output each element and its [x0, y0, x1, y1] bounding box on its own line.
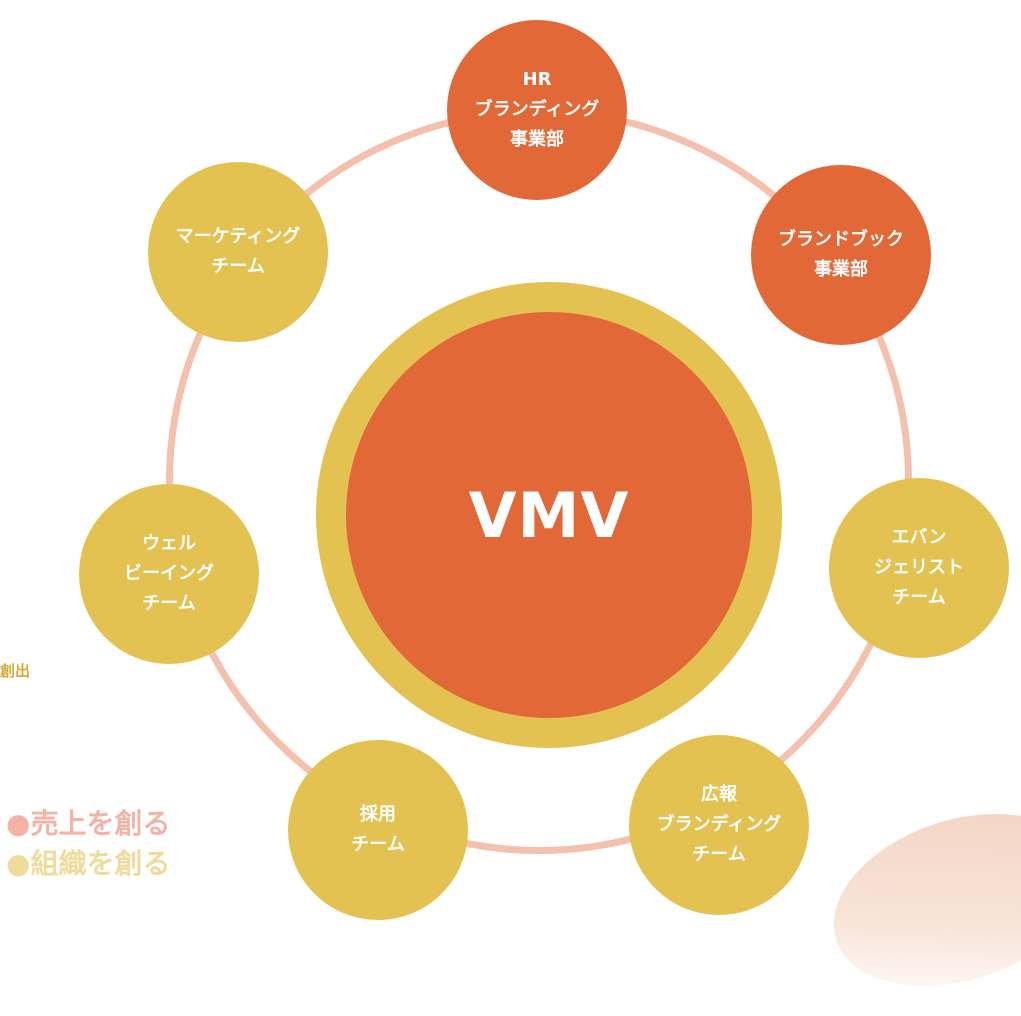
node-line: ブランディング	[656, 814, 782, 835]
node-line: ブランドブック	[778, 229, 904, 250]
legend-item-organization: ●組織を創る	[6, 844, 170, 884]
node-line: チーム	[892, 587, 946, 608]
node-line: チーム	[351, 834, 405, 855]
node-line: HR	[522, 69, 552, 90]
side-note-text: 創出	[0, 662, 31, 680]
legend-label: 売上を創る	[30, 807, 171, 840]
node-recruiting: 採用 チーム	[288, 740, 468, 920]
node-marketing: マーケティング チーム	[148, 162, 328, 342]
circle-icon: ●	[6, 807, 31, 840]
node-line: 採用	[360, 804, 396, 825]
center-circle: VMV	[346, 312, 752, 718]
node-line: ビーイング	[124, 563, 214, 584]
center-label: VMV	[468, 478, 630, 552]
node-wellbeing: ウェル ビーイング チーム	[79, 484, 259, 664]
node-brandbook: ブランドブック 事業部	[751, 165, 931, 345]
node-line: マーケティング	[175, 226, 301, 247]
node-line: ブランディング	[474, 99, 600, 120]
legend-label: 組織を創る	[30, 847, 171, 880]
node-line: チーム	[211, 256, 265, 277]
node-pr-branding: 広報 ブランディング チーム	[629, 735, 809, 915]
node-line: ウェル	[142, 533, 196, 554]
node-line: ジェリスト	[874, 557, 964, 578]
circle-icon: ●	[6, 847, 31, 880]
node-line: チーム	[142, 593, 196, 614]
node-line: 事業部	[814, 259, 868, 280]
node-line: チーム	[692, 844, 746, 865]
node-hr-branding: HR ブランディング 事業部	[447, 20, 627, 200]
node-line: 事業部	[510, 129, 564, 150]
node-evangelist: エバン ジェリスト チーム	[829, 478, 1009, 658]
node-line: 広報	[701, 784, 737, 805]
decorative-swoosh	[811, 783, 1021, 1016]
legend-item-sales: ●売上を創る	[6, 804, 170, 844]
legend: ●売上を創る ●組織を創る	[6, 804, 170, 884]
org-diagram: VMV HR ブランディング 事業部 ブランドブック 事業部 エバン ジェリスト…	[0, 20, 1021, 1016]
node-line: エバン	[891, 527, 947, 548]
